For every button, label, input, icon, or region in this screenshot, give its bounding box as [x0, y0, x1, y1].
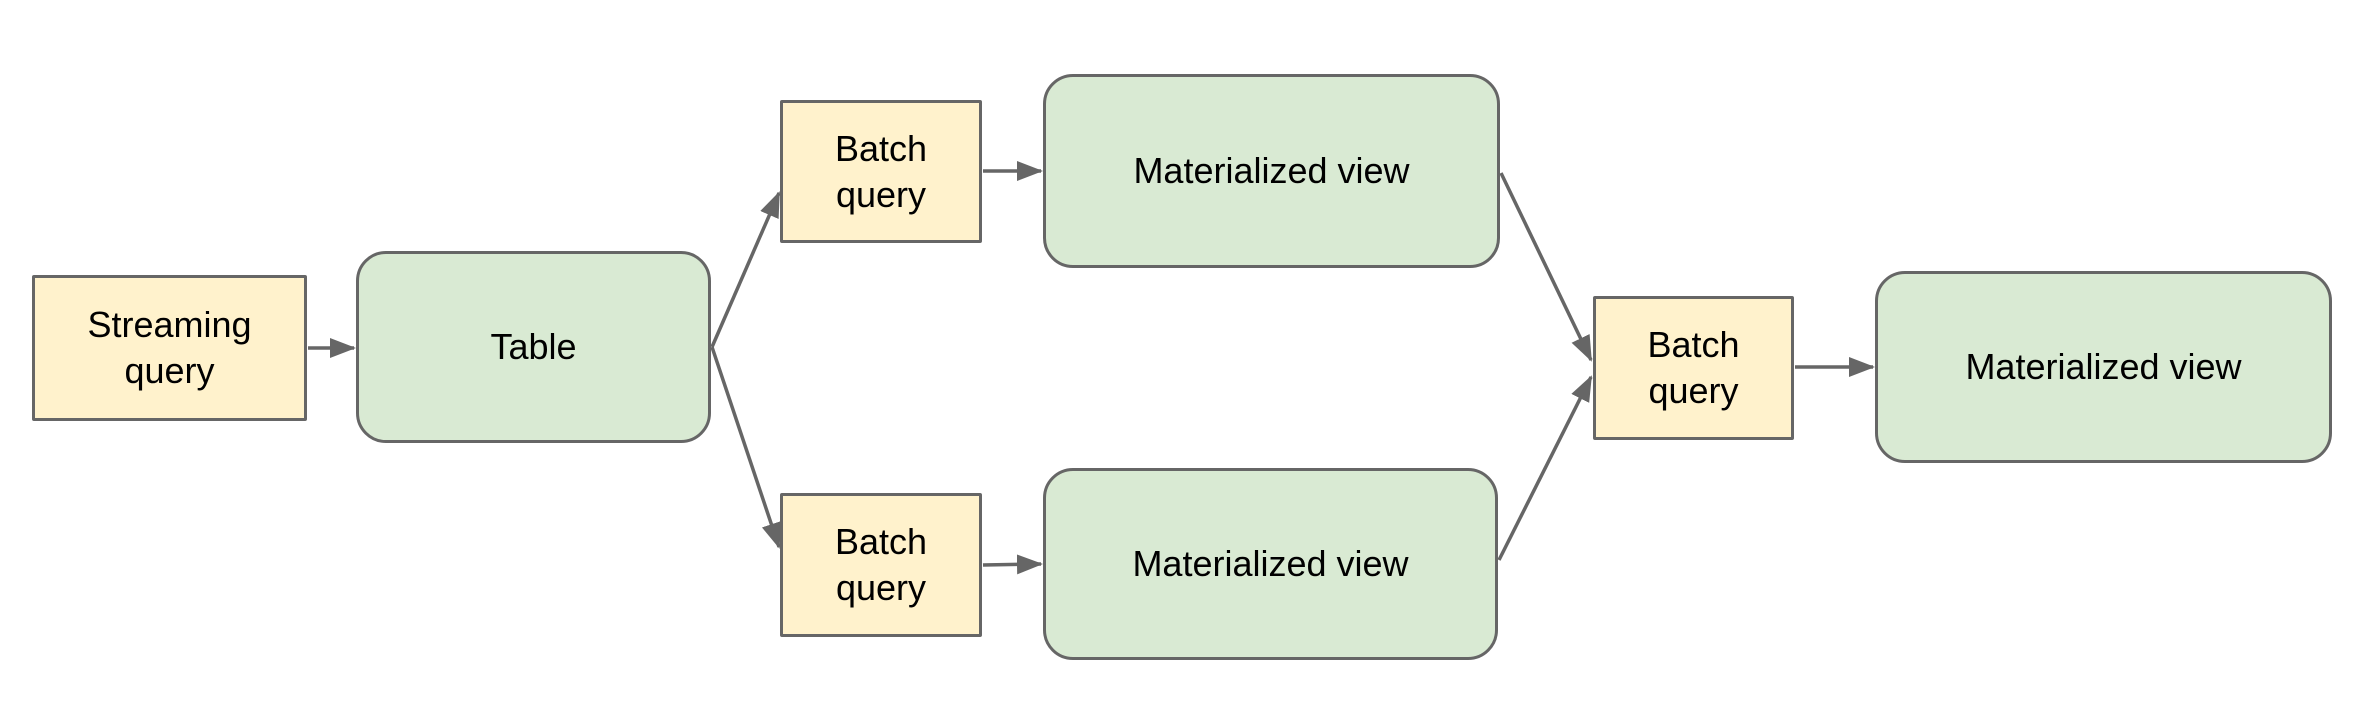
edge-table-to-batch-query-top	[710, 191, 781, 348]
node-label: Materialized view	[1133, 150, 1410, 192]
edge-batch-query-bottom-to-materialized-view-bottom	[982, 554, 1043, 575]
node-label: Streaming query	[87, 304, 252, 391]
node-table: Table	[356, 251, 711, 443]
node-streaming-query: Streaming query	[32, 275, 307, 421]
node-batch-query-bottom: Batch query	[780, 493, 982, 637]
edge-materialized-view-bottom-to-batch-query-final	[1497, 375, 1593, 561]
node-label: Table	[490, 326, 577, 368]
node-batch-query-top: Batch query	[780, 100, 982, 243]
node-materialized-view-bottom: Materialized view	[1043, 468, 1498, 660]
edge-table-to-batch-query-bottom	[710, 346, 781, 549]
node-label: Batch query	[1647, 324, 1740, 411]
node-label: Batch query	[834, 127, 928, 215]
node-label: Materialized view	[1132, 543, 1409, 585]
node-materialized-view-top: Materialized view	[1043, 74, 1500, 268]
edge-materialized-view-top-to-batch-query-final	[1499, 172, 1593, 362]
node-label: Materialized view	[1965, 346, 2242, 388]
node-materialized-view-final: Materialized view	[1875, 271, 2332, 463]
node-label: Batch query	[834, 521, 928, 608]
node-batch-query-final: Batch query	[1593, 296, 1794, 440]
